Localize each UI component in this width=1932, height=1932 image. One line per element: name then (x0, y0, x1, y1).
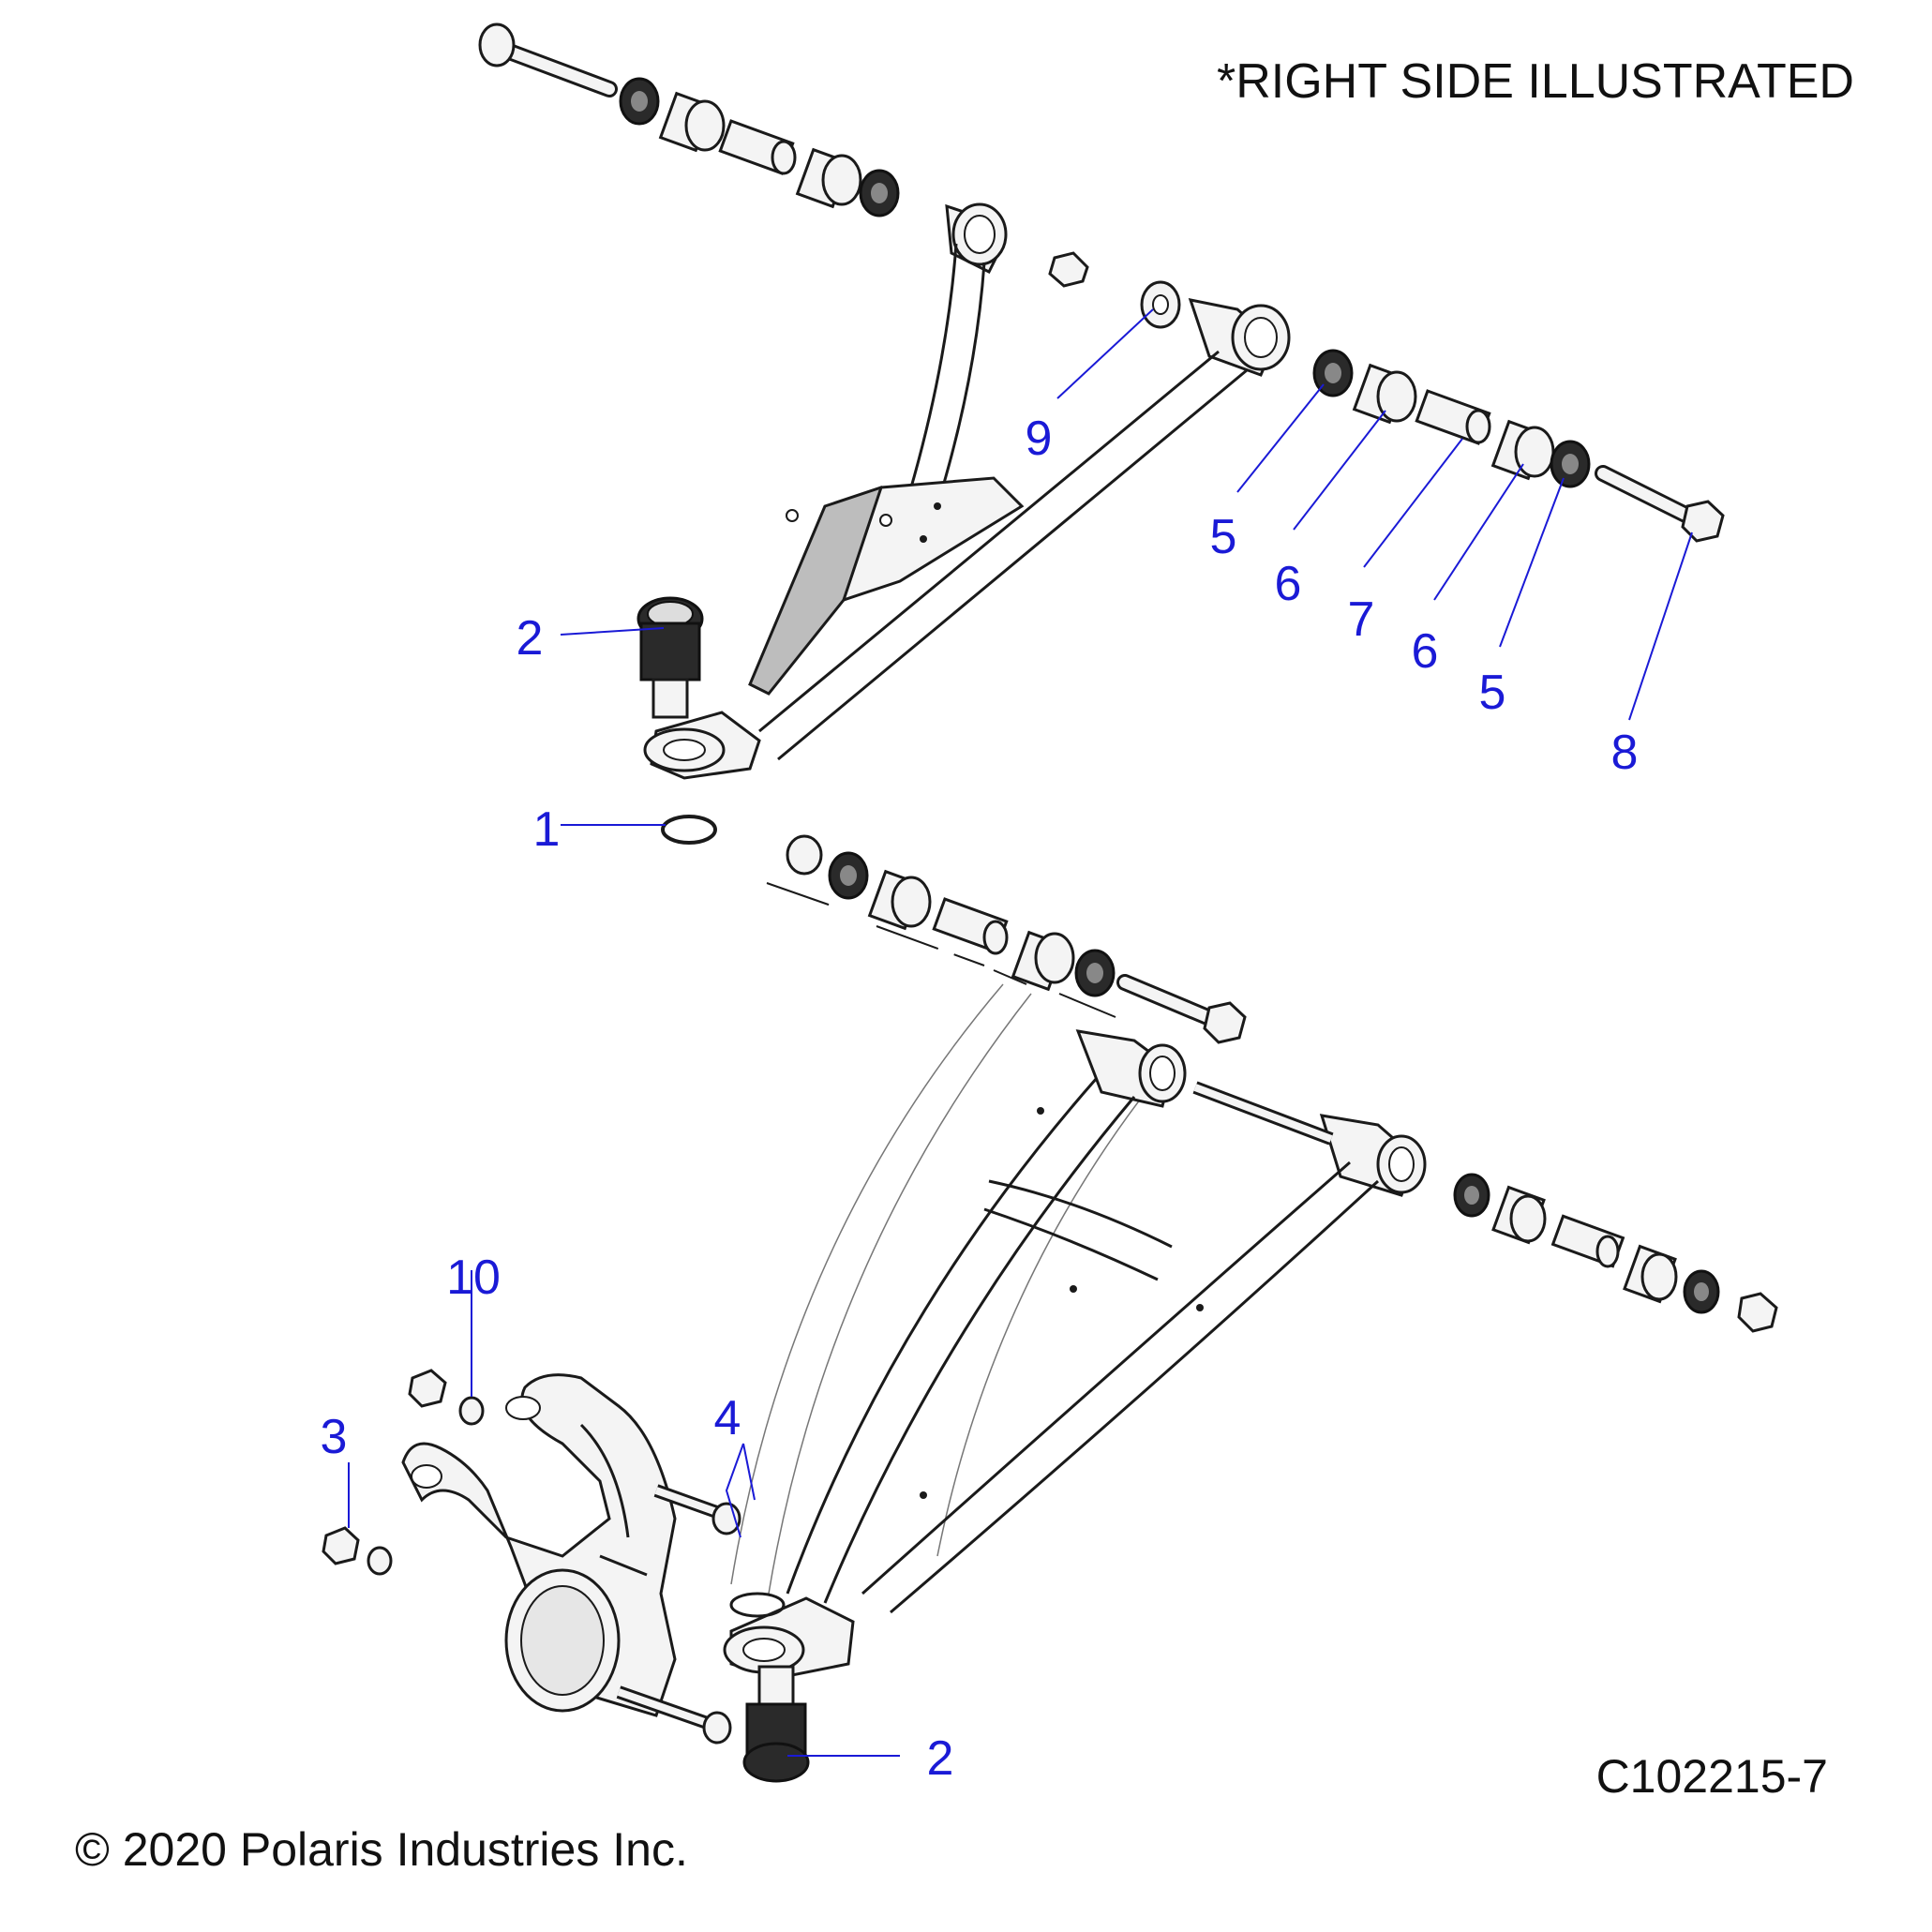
callout-6-b: 6 (1412, 624, 1439, 679)
callout-2-upper: 2 (517, 611, 544, 666)
knuckle-washer-upper (458, 1396, 485, 1426)
upper-nut (1048, 251, 1089, 288)
copyright-text: © 2020 Polaris Industries Inc. (75, 1823, 688, 1876)
upper-rear-pivot-bolt (478, 22, 618, 97)
callout-5-a: 5 (1210, 510, 1237, 564)
lower-rear-bushing-inner (1011, 930, 1075, 992)
upper-front-pivot-bolt (1595, 465, 1725, 543)
callout-5-b: 5 (1479, 666, 1506, 720)
lower-front-bushing-outer (1491, 1185, 1547, 1245)
upper-front-sleeve (1415, 389, 1491, 445)
knuckle-nut-upper (408, 1369, 447, 1408)
upper-rear-sleeve (718, 119, 797, 175)
steering-knuckle (401, 1373, 677, 1717)
callout-3: 3 (321, 1410, 348, 1464)
upper-rear-bushing-inner (795, 147, 862, 209)
upper-front-bushing-outer (1352, 363, 1417, 425)
lower-front-sleeve (1550, 1214, 1625, 1268)
illustration-note: *RIGHT SIDE ILLUSTRATED (1217, 54, 1854, 109)
callout-10: 10 (446, 1251, 501, 1305)
lower-rear-sleeve (932, 897, 1009, 955)
drawing-number: C102215-7 (1596, 1750, 1828, 1803)
callout-1: 1 (533, 802, 561, 857)
lower-rear-washer (786, 834, 823, 876)
retaining-ring-upper (661, 815, 717, 845)
knuckle-lower-bolt (616, 1685, 732, 1745)
upper-rear-bushing-outer (658, 91, 726, 153)
upper-front-bushing-inner (1490, 419, 1555, 481)
upper-ball-joint (637, 596, 704, 719)
lower-front-nut (1737, 1292, 1778, 1333)
callout-8: 8 (1611, 726, 1639, 780)
callout-4: 4 (714, 1391, 741, 1445)
callout-6-a: 6 (1275, 557, 1302, 611)
callout-2-lower: 2 (927, 1731, 954, 1786)
lower-rear-bushing-outer (867, 869, 932, 931)
knuckle-nut-lower (322, 1526, 360, 1565)
upper-a-arm (643, 202, 1291, 780)
lower-a-arm (723, 1029, 1427, 1680)
lower-front-bushing-inner (1623, 1244, 1678, 1304)
callout-7: 7 (1348, 592, 1375, 647)
callout-9: 9 (1026, 412, 1053, 466)
upper-a-arm-assembly (478, 22, 1725, 780)
knuckle-washer-lower (367, 1546, 393, 1576)
lower-ball-joint (742, 1665, 810, 1783)
lower-a-arm-assembly (661, 815, 1778, 1680)
lower-rear-pivot-bolt (1116, 974, 1247, 1044)
